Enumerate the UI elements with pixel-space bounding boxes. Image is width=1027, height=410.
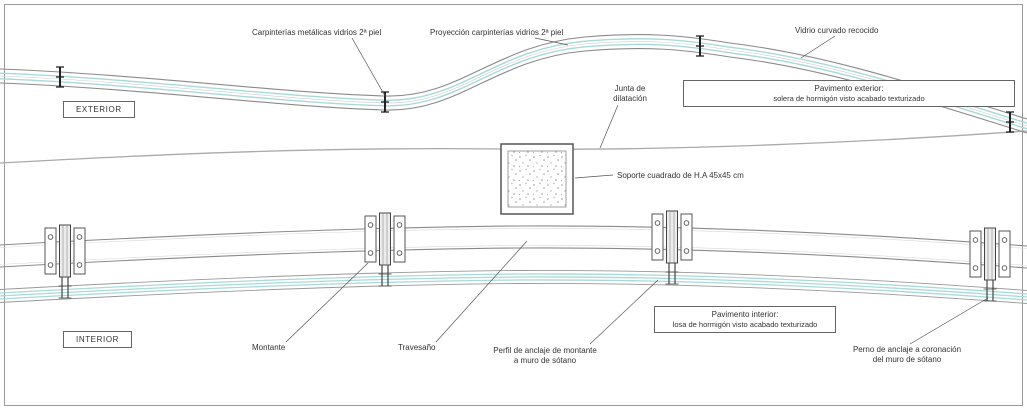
leader-vidrio-curvado bbox=[800, 35, 836, 59]
callout-travesano: Travesaño bbox=[398, 343, 436, 352]
leader-proyeccion bbox=[534, 37, 569, 46]
pavimento-interior-box: Pavimento interior: losa de hormigón vis… bbox=[654, 306, 836, 333]
callout-soporte: Soporte cuadrado de H.A 45x45 cm bbox=[617, 171, 744, 180]
transom-profile-band bbox=[0, 225, 1027, 269]
callout-montante: Montante bbox=[252, 343, 286, 352]
leader-travesano bbox=[435, 240, 528, 343]
leader-perno-anclaje bbox=[909, 297, 989, 345]
callout-perfil-line2: a muro de sótano bbox=[513, 356, 577, 365]
anchor-bracket-assemblies bbox=[44, 210, 1011, 302]
pavimento-exterior-line2: solera de hormigón visto acabado texturi… bbox=[773, 94, 925, 103]
pavimento-interior-line2: losa de hormigón visto acabado texturiza… bbox=[672, 320, 818, 329]
callout-perfil-anclaje: Perfil de anclaje de montante a muro de … bbox=[480, 346, 610, 366]
callout-proyeccion: Proyección carpinterías vidrios 2ª piel bbox=[430, 28, 564, 37]
leader-junta-dilatacion bbox=[599, 104, 619, 149]
mullion-symbol bbox=[55, 66, 65, 88]
leader-soporte bbox=[574, 174, 614, 179]
drawing-frame bbox=[4, 4, 1023, 406]
callout-carpinterias: Carpinterías metálicas vidrios 2ª piel bbox=[252, 28, 382, 37]
callout-junta-line1: Junta de bbox=[614, 84, 646, 93]
leader-perfil-anclaje bbox=[589, 279, 659, 345]
anchor-bracket bbox=[364, 212, 406, 287]
callout-perno-anclaje: Perno de anclaje a coronación del muro d… bbox=[843, 345, 971, 365]
leader-carpinterias bbox=[351, 37, 386, 97]
expansion-joint-line bbox=[0, 130, 1027, 164]
zone-label-exterior: EXTERIOR bbox=[63, 101, 135, 118]
zone-label-interior: INTERIOR bbox=[63, 331, 133, 348]
callout-junta: Junta de dilatación bbox=[606, 84, 654, 104]
pavimento-exterior-line1: Pavimento exterior: bbox=[814, 84, 884, 93]
concrete-support-section bbox=[500, 143, 574, 215]
callout-perno-line1: Perno de anclaje a coronación bbox=[852, 345, 962, 354]
callout-perfil-line1: Perfil de anclaje de montante bbox=[493, 346, 597, 355]
leader-lines bbox=[285, 35, 989, 345]
callout-vidrio-curvado: Vidrio curvado recocido bbox=[795, 26, 879, 35]
mullion-symbol bbox=[380, 91, 390, 113]
callout-junta-line2: dilatación bbox=[613, 94, 647, 103]
pavimento-interior-line1: Pavimento interior: bbox=[711, 310, 779, 319]
callout-perno-line2: del muro de sótano bbox=[872, 355, 942, 364]
leader-montante bbox=[285, 262, 369, 343]
interior-glazing-band bbox=[0, 269, 1027, 304]
anchor-bracket bbox=[651, 210, 693, 285]
pavimento-exterior-box: Pavimento exterior: solera de hormigón v… bbox=[683, 80, 1015, 107]
